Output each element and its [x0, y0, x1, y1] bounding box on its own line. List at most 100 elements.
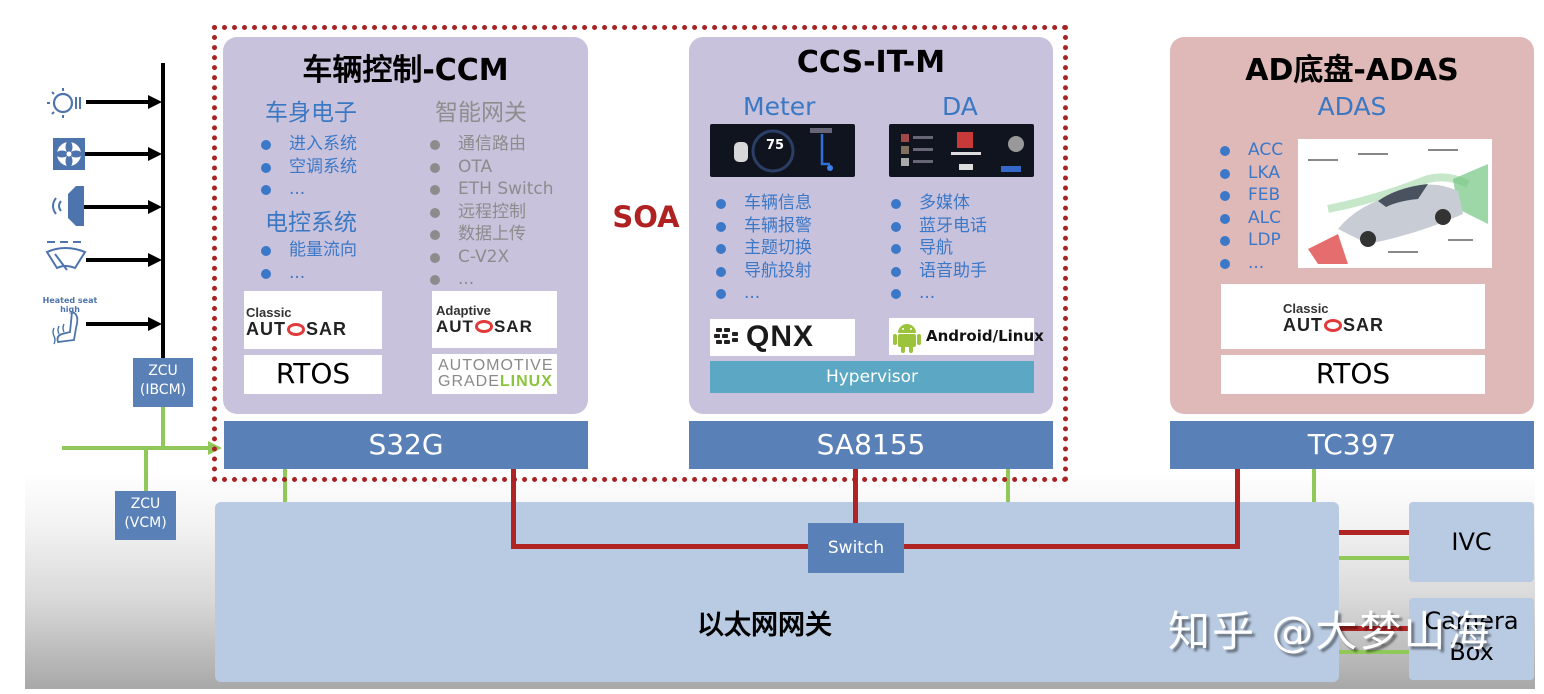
ethernet-gateway-label: 以太网网关 — [697, 610, 832, 641]
wiper-arrow — [86, 258, 148, 262]
list-item: 远程控制 — [428, 201, 554, 224]
camera-label-line2: Box — [1449, 638, 1494, 666]
watermark: 知乎 @大梦山海 — [1168, 607, 1492, 656]
list-item: C-V2X — [428, 246, 554, 269]
adas-title: AD底盘-ADAS — [1245, 53, 1459, 88]
electric-control-list: 能量流向 ... — [259, 239, 357, 284]
adas-feature-list: ACC LKA FEB ALC LDP ... — [1218, 139, 1283, 274]
hypervisor-bar: Hypervisor — [710, 361, 1034, 393]
body-electronics-list: 进入系统 空调系统 ... — [259, 133, 357, 201]
list-item: ... — [714, 282, 812, 305]
autosar-sub: Classic — [1283, 301, 1329, 316]
fan-icon — [53, 138, 85, 170]
heated-seat-icon — [52, 310, 79, 345]
chip-sa8155[interactable]: SA8155 — [689, 421, 1053, 469]
android-linux-logo: Android/Linux — [889, 318, 1044, 355]
seat-arrow — [86, 322, 148, 326]
smart-gateway-list: 通信路由 OTA ETH Switch 远程控制 数据上传 C-V2X ... — [428, 133, 554, 291]
vcm-can-line — [144, 446, 148, 491]
eth-line-right — [903, 544, 1240, 549]
ccm-panel: 车辆控制-CCM 车身电子 进入系统 空调系统 ... 电控系统 能量流向 ..… — [223, 37, 588, 414]
headlight-arrow — [86, 100, 148, 104]
rtos-label: RTOS — [1315, 357, 1391, 390]
zcu-vcm-line2: (VCM) — [124, 515, 167, 531]
rtos-label: RTOS — [275, 357, 351, 390]
zcu-ibcm[interactable]: ZCU (IBCM) — [133, 358, 193, 407]
eth-line-sa8155 — [853, 468, 858, 524]
zcu-vcm[interactable]: ZCU (VCM) — [115, 491, 176, 540]
electric-control-heading: 电控系统 — [265, 210, 357, 236]
ibcm-bus-line — [161, 63, 165, 358]
can-stub-tc397 — [1312, 469, 1316, 502]
meter-display-graphic — [734, 128, 833, 173]
agl-line2: GRADELINUX — [438, 373, 553, 390]
eth-line-tc397 — [1235, 468, 1240, 549]
ethernet-switch[interactable]: Switch — [808, 523, 904, 573]
smart-gateway-heading: 智能网关 — [435, 100, 527, 126]
list-item: LKA — [1218, 162, 1283, 185]
list-item: ... — [259, 262, 357, 285]
headlight-icon — [47, 88, 81, 118]
list-item: 能量流向 — [259, 239, 357, 262]
meter-feature-list: 车辆信息 车辆报警 主题切换 导航投射 ... — [714, 192, 812, 305]
list-item: 车辆信息 — [714, 192, 812, 215]
arrow-head — [148, 317, 162, 331]
camera-box[interactable]: Camera Box — [1409, 598, 1534, 680]
list-item: 车辆报警 — [714, 215, 812, 238]
list-item: OTA — [428, 156, 554, 179]
chip-tc397[interactable]: TC397 — [1170, 421, 1534, 469]
list-item: ETH Switch — [428, 178, 554, 201]
list-item: ACC — [1218, 139, 1283, 162]
list-item: 导航 — [889, 237, 987, 260]
speaker-arrow — [84, 205, 148, 209]
list-item: ALC — [1218, 207, 1283, 230]
eth-line-left — [511, 544, 811, 549]
wiper-icon — [45, 241, 87, 271]
ibcm-can-line — [161, 407, 165, 449]
speaker-icon — [52, 186, 84, 226]
autosar-sub: Adaptive — [436, 303, 491, 318]
da-display-graphic — [901, 132, 1024, 172]
list-item: LDP — [1218, 229, 1283, 252]
list-item: 多媒体 — [889, 192, 987, 215]
soa-label: SOA — [612, 200, 680, 234]
meter-speed: 75 — [766, 138, 785, 153]
adas-car-image — [1298, 139, 1492, 268]
adas-rtos-box: RTOS — [1221, 355, 1485, 394]
zcu-vcm-line1: ZCU — [130, 496, 161, 512]
ccm-rtos-box: RTOS — [244, 355, 382, 394]
arrow-head — [148, 95, 162, 109]
arrow-head — [148, 200, 162, 214]
list-item: FEB — [1218, 184, 1283, 207]
list-item: ... — [889, 282, 987, 305]
list-item: 蓝牙电话 — [889, 215, 987, 238]
camera-eth-line — [1339, 626, 1409, 631]
car-sensor-graphic — [1308, 149, 1488, 264]
soa-boundary — [212, 25, 1068, 482]
can-stub-s32g — [283, 469, 287, 502]
list-item: ... — [1218, 252, 1283, 275]
list-item: ... — [428, 268, 554, 291]
blackberry-icon — [714, 328, 738, 344]
can-bus-line — [62, 446, 212, 450]
chip-s32g[interactable]: S32G — [224, 421, 588, 469]
qnx-logo: QNX — [710, 319, 855, 356]
agl-logo: AUTOMOTIVE GRADELINUX — [432, 354, 557, 394]
ivc-box[interactable]: IVC — [1409, 502, 1534, 582]
meter-screenshot: 75 — [710, 124, 855, 177]
list-item: 导航投射 — [714, 260, 812, 283]
da-heading: DA — [942, 92, 978, 121]
camera-label-line1: Camera — [1424, 607, 1519, 635]
adas-heading: ADAS — [1317, 92, 1387, 121]
list-item: 数据上传 — [428, 223, 554, 246]
ccm-title: 车辆控制-CCM — [302, 53, 509, 88]
ethernet-gateway-box[interactable] — [215, 502, 1339, 682]
android-icon — [893, 324, 921, 353]
arrow-head — [148, 253, 162, 267]
eth-line-s32g — [511, 468, 516, 547]
ivc-label: IVC — [1451, 528, 1492, 556]
